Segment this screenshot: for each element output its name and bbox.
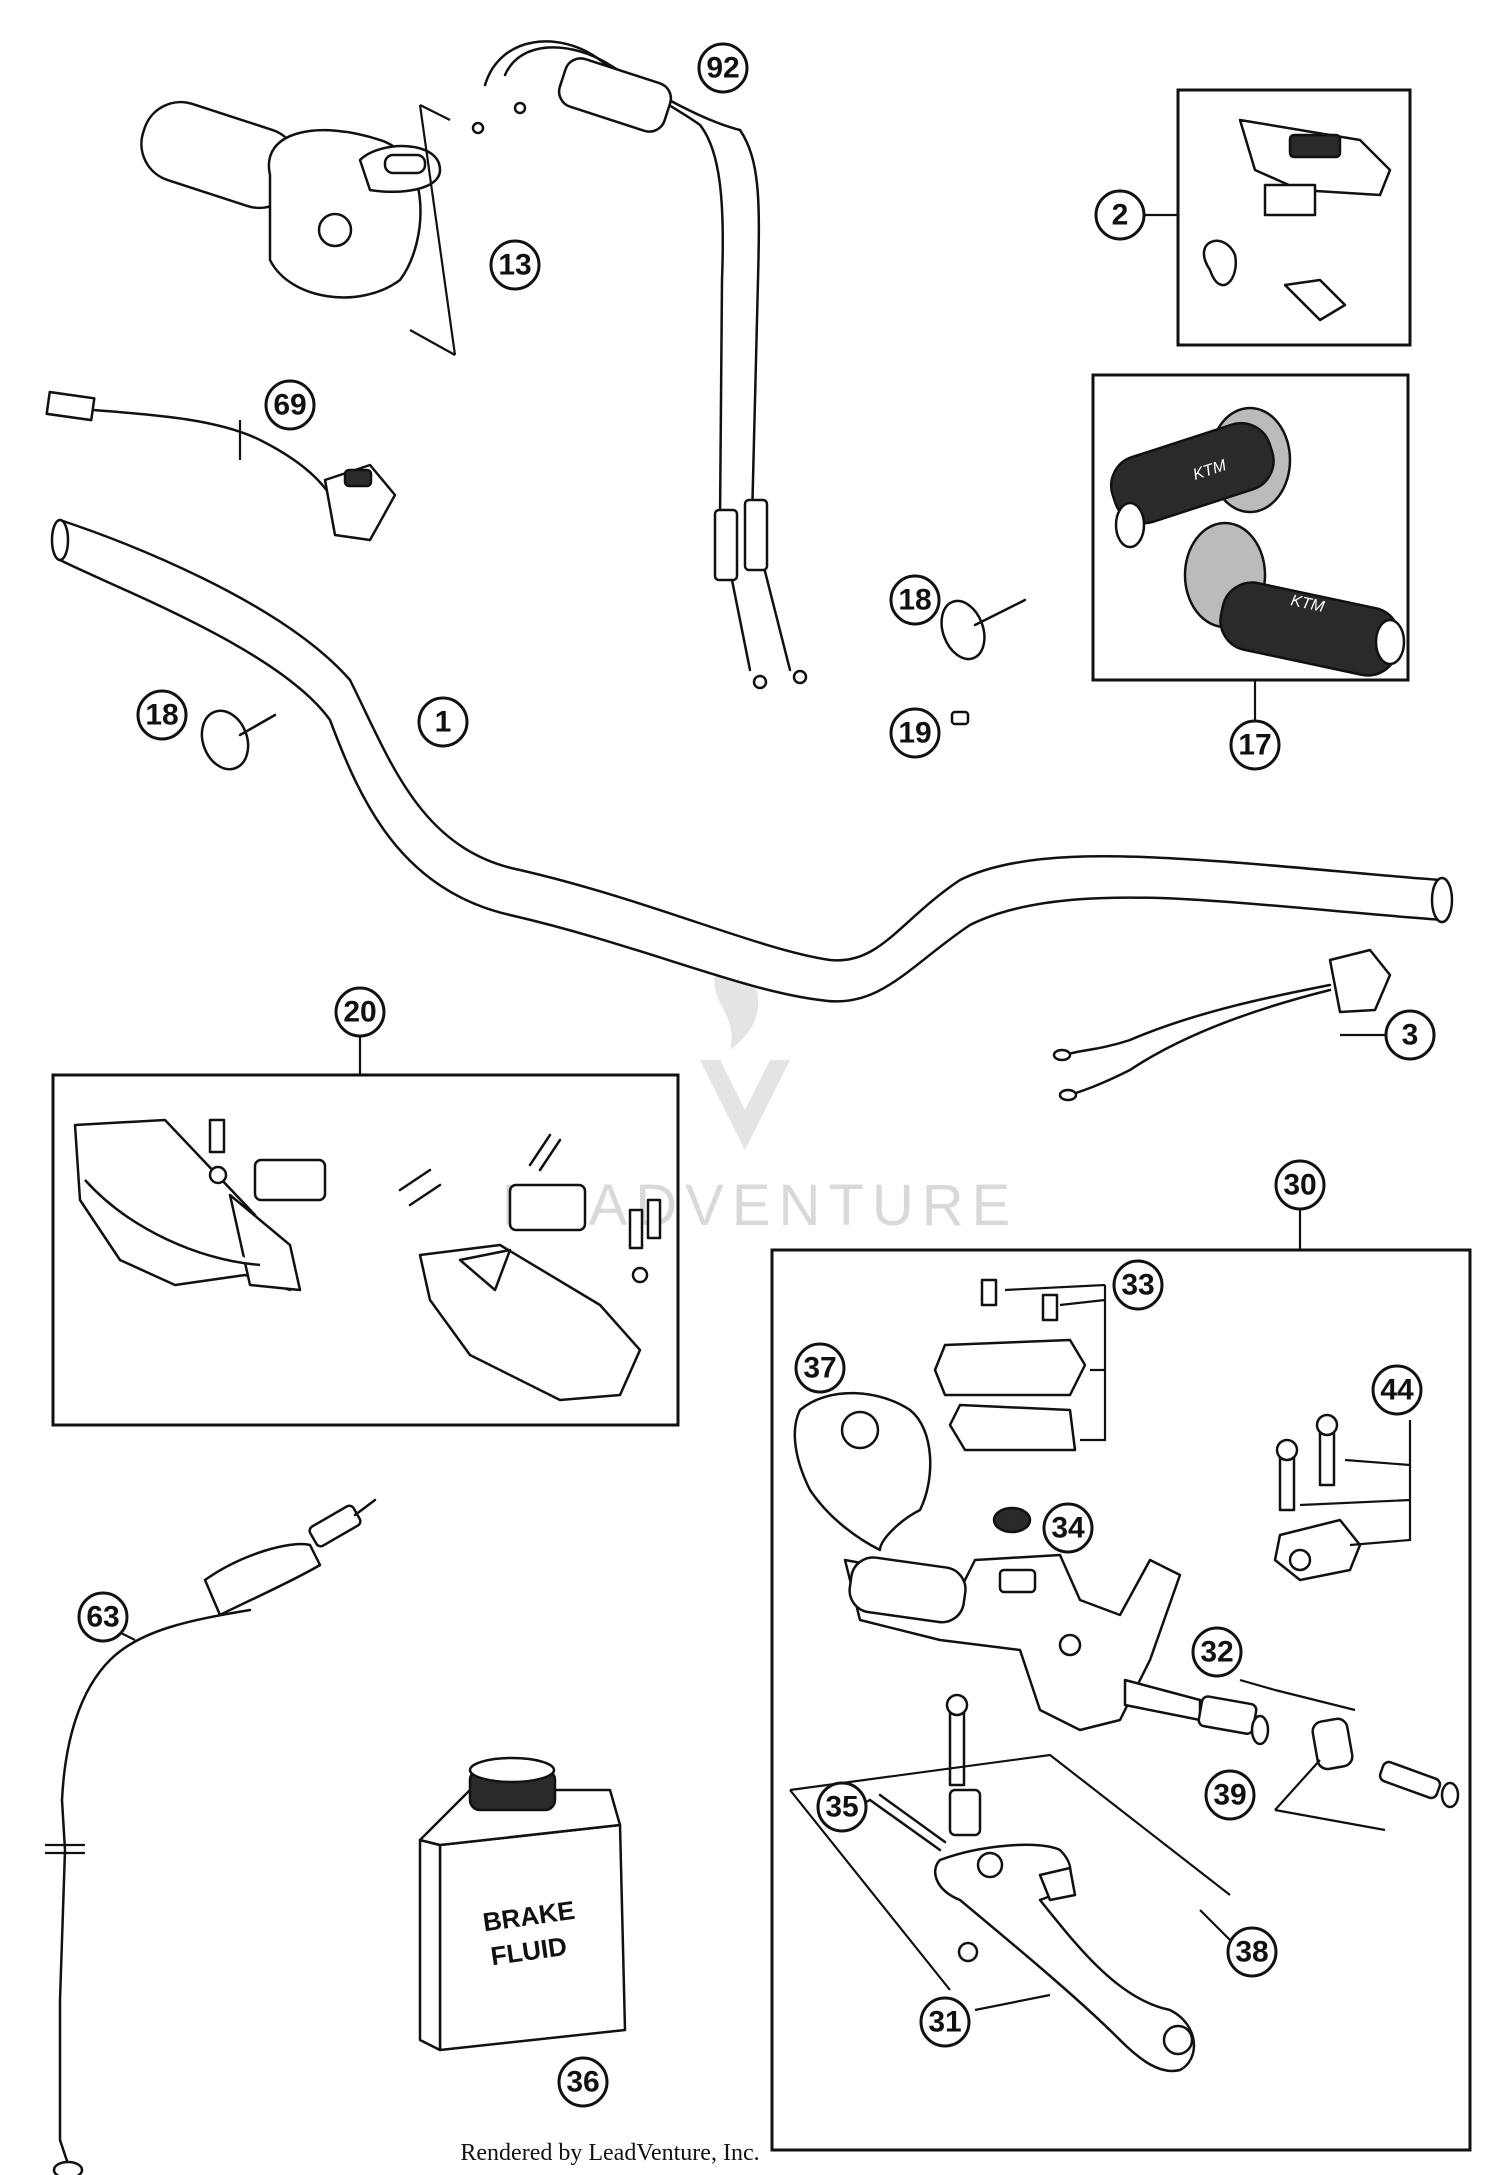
callout-19: 19 xyxy=(889,707,941,759)
callout-2: 2 xyxy=(1094,189,1146,241)
svg-text:17: 17 xyxy=(1238,729,1271,762)
callout-1: 1 xyxy=(417,696,469,748)
svg-text:20: 20 xyxy=(343,996,376,1029)
svg-text:44: 44 xyxy=(1380,1374,1414,1407)
switch-with-wire xyxy=(45,390,397,542)
svg-text:19: 19 xyxy=(898,717,931,750)
part-30-box xyxy=(770,1248,1472,2152)
credit-text: Rendered by LeadVenture, Inc. xyxy=(460,2140,759,2166)
svg-text:36: 36 xyxy=(566,2066,599,2099)
svg-text:31: 31 xyxy=(928,2006,961,2039)
small-clip xyxy=(950,710,970,726)
callout-34: 34 xyxy=(1042,1502,1094,1554)
cable-tie-right xyxy=(940,598,1027,661)
callout-32: 32 xyxy=(1191,1626,1243,1678)
callout-3: 3 xyxy=(1384,1009,1436,1061)
watermark-text: LEADVENTURE xyxy=(502,1173,1019,1238)
callout-63: 63 xyxy=(77,1591,129,1643)
reservoir-rubber xyxy=(992,1506,1032,1534)
throttle-cables xyxy=(471,40,808,690)
callout-36: 36 xyxy=(557,2056,609,2108)
grips: KTM KTM xyxy=(1109,406,1406,677)
svg-text:39: 39 xyxy=(1213,1779,1246,1812)
cable-tie-left xyxy=(200,709,277,771)
master-cylinder xyxy=(843,1553,1182,1732)
grip-brand-text-2: KTM xyxy=(1289,592,1326,616)
part-17-box xyxy=(1091,373,1410,682)
lever-guard xyxy=(793,1391,932,1552)
callout-44: 44 xyxy=(1371,1364,1423,1416)
svg-text:33: 33 xyxy=(1121,1269,1154,1302)
lever-assembly xyxy=(789,1693,1231,2073)
handguard-left xyxy=(73,1118,302,1292)
handguard-mount-hardware xyxy=(208,1118,662,1284)
callout-18-left: 18 xyxy=(136,689,188,741)
callout-20: 20 xyxy=(334,986,386,1038)
handguard-right xyxy=(418,1243,642,1402)
callout-17: 17 xyxy=(1229,719,1281,771)
svg-text:92: 92 xyxy=(706,52,739,85)
svg-text:2: 2 xyxy=(1112,199,1129,232)
watermark-v-icon xyxy=(700,1060,790,1150)
callout-31: 31 xyxy=(919,1996,971,2048)
clamp xyxy=(1273,1413,1412,1582)
callout-35: 35 xyxy=(816,1781,868,1833)
watermark: LEADVENTURE xyxy=(502,960,1019,1238)
callout-69: 69 xyxy=(264,379,316,431)
brake-line xyxy=(45,1498,377,2175)
svg-text:30: 30 xyxy=(1283,1169,1316,1202)
callout-38: 38 xyxy=(1226,1926,1278,1978)
svg-text:63: 63 xyxy=(86,1601,119,1634)
callout-30: 30 xyxy=(1274,1159,1326,1211)
callout-13: 13 xyxy=(489,239,541,291)
svg-text:13: 13 xyxy=(498,249,531,282)
part-20-box xyxy=(51,1073,680,1427)
svg-text:34: 34 xyxy=(1051,1512,1085,1545)
svg-text:32: 32 xyxy=(1200,1636,1233,1669)
reservoir-cap xyxy=(933,1278,1107,1452)
svg-text:38: 38 xyxy=(1235,1936,1268,1969)
brake-fluid-can: BRAKE FLUID xyxy=(418,1756,627,2052)
callout-33: 33 xyxy=(1112,1259,1164,1311)
callout-92: 92 xyxy=(697,42,749,94)
callout-37: 37 xyxy=(794,1342,846,1394)
callout-39: 39 xyxy=(1204,1769,1256,1821)
svg-text:3: 3 xyxy=(1402,1019,1419,1052)
throttle-assembly xyxy=(140,100,457,356)
part-2-box xyxy=(1176,88,1412,347)
piston-kit xyxy=(1123,1678,1460,1809)
svg-text:18: 18 xyxy=(145,699,178,732)
callout-18-right: 18 xyxy=(889,574,941,626)
svg-text:35: 35 xyxy=(825,1791,858,1824)
handlebar-end xyxy=(1430,876,1454,924)
svg-text:1: 1 xyxy=(435,706,452,739)
svg-text:18: 18 xyxy=(898,584,931,617)
switch-right xyxy=(1052,948,1392,1102)
svg-text:37: 37 xyxy=(803,1352,836,1385)
switch-kit xyxy=(1202,118,1392,322)
callouts: 92 13 2 69 18 18 19 1 17 20 3 30 33 37 4… xyxy=(77,42,1436,2108)
handlebar-end-left xyxy=(50,518,70,562)
svg-text:69: 69 xyxy=(273,389,306,422)
